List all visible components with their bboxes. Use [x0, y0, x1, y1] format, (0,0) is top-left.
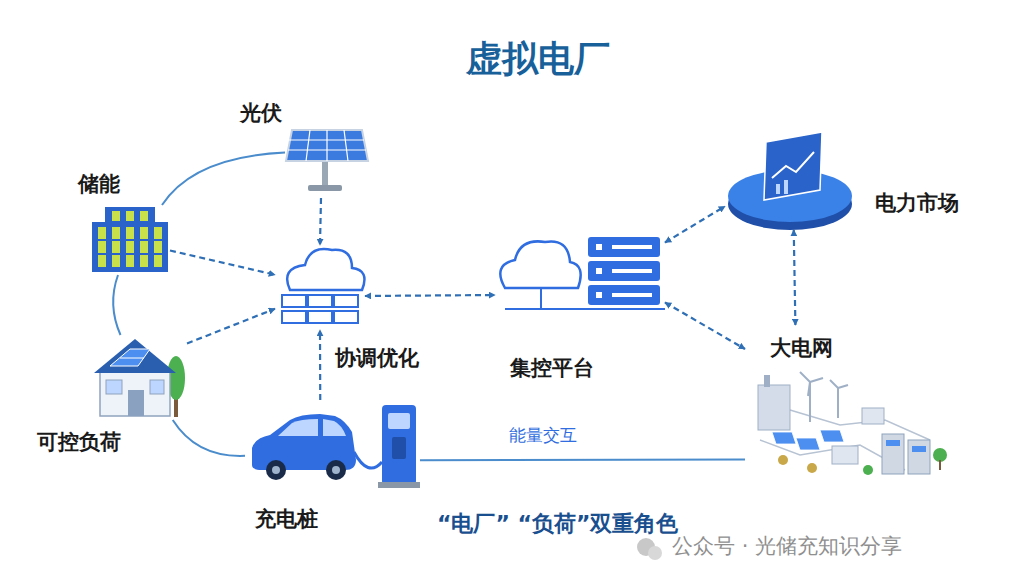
dashed-arrow [170, 251, 275, 275]
node-label: 储能 [78, 171, 120, 197]
dashed-arrow [187, 309, 275, 344]
cloud-server-icon [282, 249, 364, 323]
market-icon [728, 132, 852, 230]
grid-icon [758, 372, 947, 475]
dashed-arrow [320, 198, 321, 245]
icon-node: 可控负荷 [92, 335, 187, 420]
node-label: 光伏 [240, 100, 282, 126]
icon-node: 大电网 [745, 325, 955, 485]
icon-node: 储能 [90, 205, 170, 275]
storage-icon [92, 207, 168, 272]
node-label: 大电网 [770, 335, 833, 361]
connector-line [113, 275, 120, 335]
icon-node: 协调优化 [275, 245, 365, 330]
node-label: 集控平台 [510, 355, 594, 381]
dashed-arrow [365, 295, 495, 296]
watermark-icon [637, 538, 662, 560]
icon-node: 集控平台 [495, 235, 665, 310]
edge-label: 能量交互 [505, 425, 581, 446]
icon-node: 充电桩 [245, 400, 420, 490]
node-label: 电力市场 [875, 190, 959, 216]
diagram-title: 虚拟电厂 [466, 36, 610, 81]
icon-node: 光伏 [285, 128, 365, 198]
watermark-text: 公众号 · 光储充知识分享 [672, 533, 902, 559]
node-label: 可控负荷 [37, 429, 121, 455]
icon-node: 电力市场 [725, 135, 850, 230]
dashed-arrow [665, 303, 745, 350]
node-label: 协调优化 [335, 345, 419, 371]
ev-charger-icon [252, 405, 420, 488]
connector-line [162, 153, 285, 206]
connector-line [420, 458, 745, 461]
caption-text: “电厂” “负荷”双重角色 [437, 510, 679, 538]
solar-panel-icon [286, 130, 368, 191]
dashed-arrow [665, 206, 725, 242]
house-icon [94, 339, 185, 417]
platform-icon [500, 237, 665, 309]
node-label: 充电桩 [255, 506, 318, 532]
dashed-arrow [794, 230, 796, 325]
connector-line [173, 420, 245, 456]
dashed-arrow [319, 330, 321, 400]
